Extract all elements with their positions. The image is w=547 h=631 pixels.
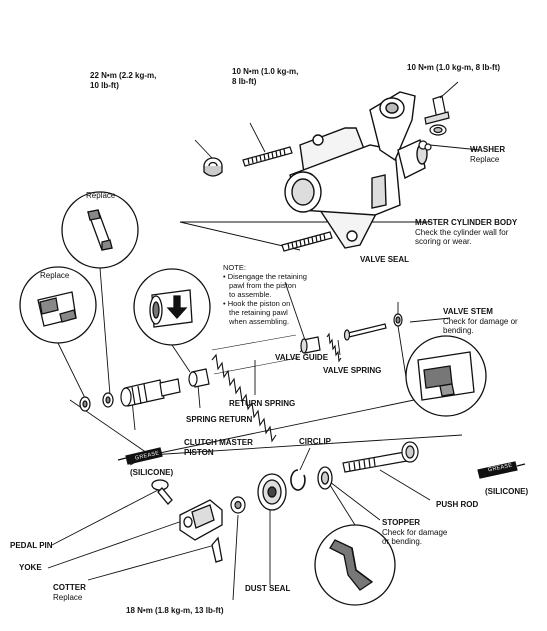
note-1a: • Disengage the retaining	[223, 272, 307, 281]
note-2b: the retaining pawl	[229, 308, 288, 317]
valve-stem-note1: Check for damage or	[443, 316, 518, 326]
seal-small-left	[79, 396, 91, 412]
label-clutch-master-piston: CLUTCH MASTER PISTON	[184, 438, 253, 457]
label-valve-guide: VALVE GUIDE	[275, 353, 329, 362]
spring-return	[188, 368, 210, 388]
pedal-pin	[151, 479, 173, 505]
washer-title: WASHER	[470, 145, 506, 154]
label-push-rod: PUSH ROD	[436, 500, 479, 509]
label-dust-seal: DUST SEAL	[245, 584, 291, 593]
label-cotter: COTTER Replace	[53, 583, 86, 602]
label-valve-spring: VALVE SPRING	[323, 366, 382, 375]
piston-line1: CLUTCH MASTER	[184, 438, 253, 447]
stud-bottom	[281, 231, 333, 252]
washer	[418, 140, 432, 151]
stud-top	[242, 146, 293, 167]
label-spring-return: SPRING RETURN	[186, 415, 253, 424]
circlip	[290, 469, 306, 491]
note-block: NOTE: • Disengage the retaining pawl fro…	[223, 263, 307, 326]
callout-circle-valve-stem	[405, 335, 487, 417]
nut	[203, 157, 223, 177]
return-spring	[211, 334, 299, 443]
mc-body-title: MASTER CYLINDER BODY	[415, 218, 518, 227]
piston-line2: PISTON	[184, 447, 214, 457]
label-valve-stem: VALVE STEM Check for damage or bending.	[443, 307, 518, 336]
label-yoke: YOKE	[19, 563, 42, 572]
note-title: NOTE:	[223, 263, 246, 272]
push-rod	[342, 441, 419, 473]
torque-nut-line2: 10 lb-ft)	[90, 80, 119, 90]
label-circlip: CIRCLIP	[299, 437, 331, 446]
valve-stem	[343, 323, 387, 341]
note-1b: pawl from the piston	[229, 281, 297, 290]
mc-body-note2: scoring or wear.	[415, 237, 472, 246]
torque-label-nut: 22 N•m (2.2 kg-m, 10 lb-ft)	[90, 71, 156, 90]
seal-small-mid	[102, 392, 114, 408]
dust-seal	[257, 473, 287, 511]
torque-label-bolt: 10 N•m (1.0 kg-m, 8 lb-ft)	[407, 63, 501, 72]
valve-seal	[393, 313, 403, 327]
union-bolt	[424, 95, 450, 136]
mc-body-note1: Check the cylinder wall for	[415, 227, 509, 237]
master-cylinder-body	[284, 91, 428, 249]
label-washer: WASHER Replace	[470, 145, 505, 164]
valve-stem-note2: bending.	[443, 326, 474, 335]
note-2c: when assembling.	[229, 317, 290, 326]
valve-spring	[326, 332, 342, 363]
label-stopper: STOPPER Check for damage or bending.	[382, 518, 447, 547]
stopper-title: STOPPER	[382, 518, 421, 527]
torque-label-stud: 10 N•m (1.0 kg-m, 8 lb-ft)	[232, 67, 298, 86]
callout-circle-top	[61, 191, 139, 269]
cotter-title: COTTER	[53, 583, 86, 592]
stopper	[317, 466, 333, 490]
cotter-pin	[211, 536, 223, 563]
valve-stem-title: VALVE STEM	[443, 307, 493, 316]
label-pedal-pin: PEDAL PIN	[10, 541, 53, 550]
callout-circle-left	[19, 266, 97, 344]
stopper-note1: Check for damage	[382, 527, 448, 537]
torque-label-yoke: 18 N•m (1.8 kg-m, 13 lb-ft)	[126, 606, 224, 615]
torque-stud-line1: 10 N•m (1.0 kg-m,	[232, 67, 299, 76]
label-silicone-left: (SILICONE)	[130, 468, 174, 477]
washer-note: Replace	[470, 154, 500, 164]
stopper-note2: or bending.	[382, 537, 423, 546]
label-valve-seal: VALVE SEAL	[360, 255, 410, 264]
label-replace-top: Replace	[86, 191, 116, 200]
note-2a: • Hook the piston on	[223, 299, 291, 308]
callout-circle-piston	[133, 268, 211, 346]
torque-nut-line1: 22 N•m (2.2 kg-m,	[90, 71, 157, 80]
label-replace-left: Replace	[40, 271, 70, 280]
yoke	[179, 499, 223, 541]
label-master-cylinder-body: MASTER CYLINDER BODY Check the cylinder …	[415, 218, 517, 247]
cotter-note: Replace	[53, 592, 83, 602]
valve-guide	[300, 336, 321, 354]
nut-yoke	[230, 496, 246, 514]
clutch-master-piston	[120, 378, 181, 407]
leader-lines	[47, 81, 481, 601]
torque-stud-line2: 8 lb-ft)	[232, 76, 257, 86]
label-silicone-right: (SILICONE)	[485, 487, 529, 496]
label-return-spring: RETURN SPRING	[229, 399, 296, 408]
note-1c: to assemble.	[229, 290, 272, 299]
